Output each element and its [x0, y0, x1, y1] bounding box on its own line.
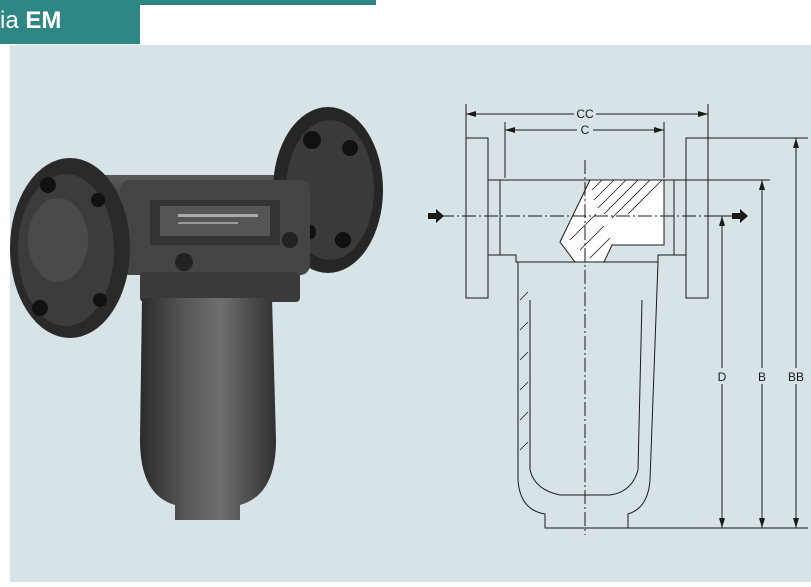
- dimension-label-b: B: [758, 370, 766, 384]
- dimension-label-bb: BB: [788, 370, 804, 384]
- flow-out-arrow-icon: [732, 209, 748, 223]
- dimension-label-d: D: [718, 370, 727, 384]
- header-accent-bar: [140, 0, 376, 5]
- dimension-label-cc: CC: [576, 107, 594, 121]
- dimension-label-c: C: [581, 123, 590, 137]
- series-header-tab: ia EM: [0, 0, 140, 44]
- flow-in-arrow-icon: [428, 209, 444, 223]
- inner-bucket-outline: [529, 299, 643, 496]
- right-flange-outline: [685, 137, 709, 299]
- bucket-outline: [517, 261, 659, 529]
- series-title: ia EM: [0, 6, 61, 36]
- series-title-prefix: ia: [0, 7, 19, 34]
- series-title-model: EM: [25, 7, 62, 34]
- left-flange-outline: [465, 137, 489, 299]
